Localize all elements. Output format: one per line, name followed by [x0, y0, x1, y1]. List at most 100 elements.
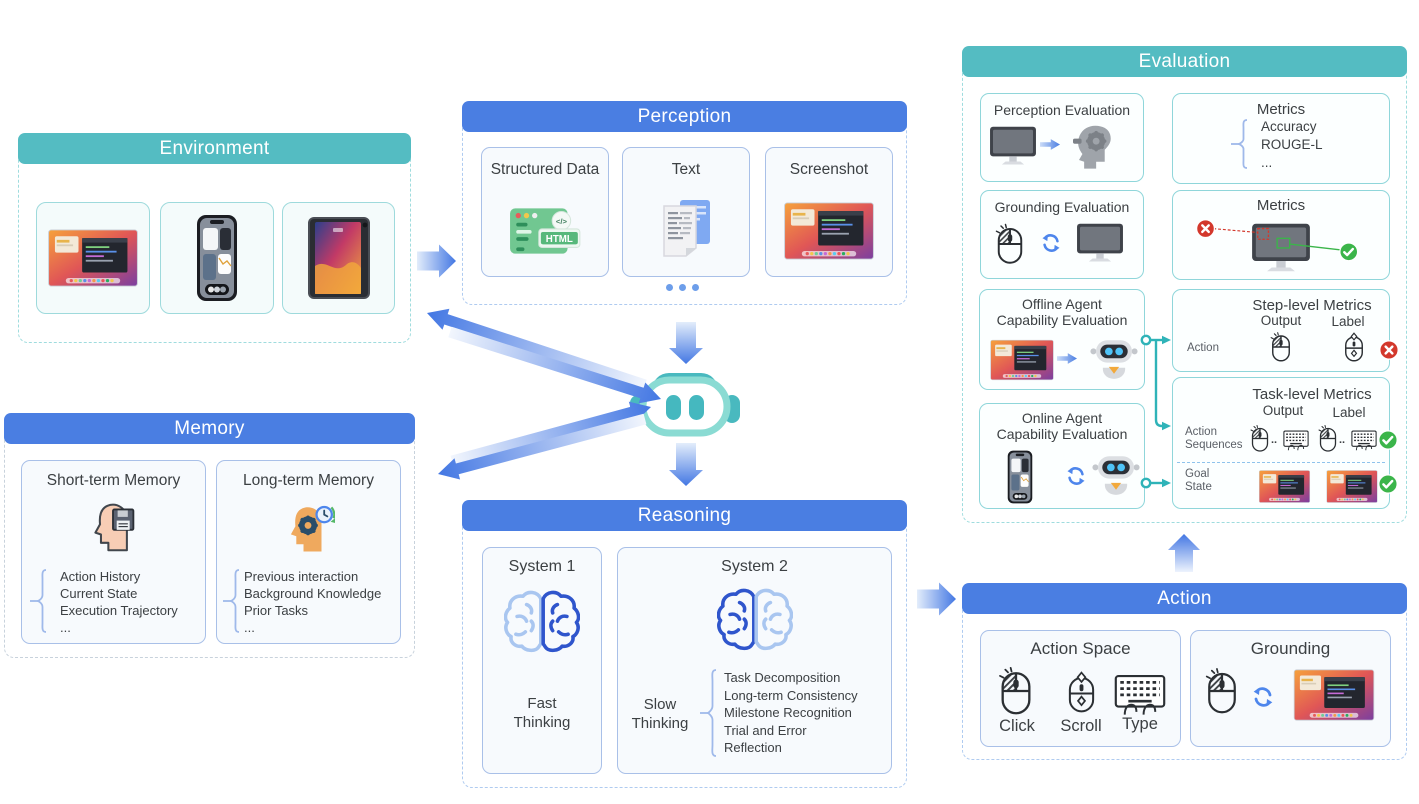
system1-card: System 1 Fast Thinking	[482, 547, 602, 774]
grounding-metrics-graphic	[1195, 218, 1359, 272]
system1-title: System 1	[508, 558, 576, 575]
evaluation-section: Evaluation Perception Evaluation Metrics…	[962, 46, 1407, 523]
memory-item: Prior Tasks	[244, 603, 309, 618]
agent-to-memory-arrow	[438, 413, 647, 480]
metrics-visual-card: Metrics	[1172, 190, 1390, 280]
label-column-label: Label	[1331, 314, 1365, 329]
reasoning-item: Task Decomposition	[724, 670, 841, 685]
memory-to-agent-arrow	[450, 401, 651, 467]
row-label-line1: Action	[1185, 426, 1217, 438]
output-column-label: Output	[1262, 403, 1304, 418]
html-badge-text: HTML	[546, 234, 573, 245]
perception-card-structured-data: Structured Data </> HTML	[481, 147, 609, 277]
row-label-line1: Goal	[1185, 468, 1210, 480]
memory-item: Current State	[60, 586, 138, 601]
perception-to-agent-arrow	[669, 322, 703, 364]
long-term-memory-card: Long-term Memory Previous interaction Ba…	[216, 460, 401, 644]
mouse-click-icon	[1270, 332, 1292, 362]
screenshot-label: Screenshot	[789, 161, 869, 178]
environment-section: Environment	[18, 133, 411, 343]
memory-item: Previous interaction	[244, 569, 359, 584]
code-glyph-text: </>	[556, 217, 568, 226]
text-label: Text	[671, 161, 701, 178]
perception-title: Perception	[637, 105, 732, 127]
head-gear-clock-icon	[281, 501, 335, 557]
task-level-metrics-card: Task-level Metrics Output Label Action S…	[1172, 377, 1398, 509]
check-badge-icon	[1339, 242, 1359, 262]
desktop-screenshot-icon	[780, 202, 878, 260]
arrow-right-icon	[1040, 138, 1060, 151]
brain-icon	[717, 584, 793, 652]
action-to-evaluation-arrow	[1168, 534, 1200, 572]
perception-evaluation-title: Perception Evaluation	[993, 102, 1131, 118]
label-column-label: Label	[1332, 405, 1366, 420]
short-term-memory-card: Short-term Memory Action History Current…	[21, 460, 206, 644]
perception-section: Perception Structured Data </> HTML Text…	[462, 101, 907, 305]
check-badge-icon	[1378, 430, 1398, 450]
metric-item: ROUGE-L	[1261, 137, 1323, 152]
memory-item: Execution Trajectory	[60, 603, 178, 618]
keyboard-icon	[1351, 428, 1377, 452]
html-page-icon: </> HTML	[510, 208, 581, 254]
perception-card-screenshot: Screenshot	[765, 147, 893, 277]
fast-label-line1: Fast	[527, 695, 557, 712]
sequence-ellipsis: ..	[1339, 434, 1346, 446]
arrow-right-icon	[1057, 352, 1077, 365]
system2-title: System 2	[721, 558, 788, 575]
short-term-memory-title: Short-term Memory	[46, 472, 181, 489]
system2-items: Task Decomposition Long-term Consistency…	[724, 669, 858, 757]
memory-item: ...	[244, 620, 255, 635]
perception-evaluation-card: Perception Evaluation	[980, 93, 1144, 182]
robot-icon	[1092, 452, 1140, 500]
metrics-title: Metrics	[1256, 197, 1306, 214]
brace-icon	[698, 669, 718, 757]
agent-to-reasoning-arrow	[669, 443, 703, 486]
reasoning-item: Reflection	[724, 740, 782, 756]
perception-header: Perception	[462, 101, 907, 132]
action-section: Action Action Space Click Scroll Type Gr…	[962, 583, 1407, 760]
environment-device-phone	[160, 202, 274, 314]
long-term-memory-title: Long-term Memory	[243, 472, 374, 489]
brace-icon	[1229, 119, 1249, 169]
online-title-line1: Online Agent	[1021, 410, 1103, 426]
output-column-label: Output	[1260, 313, 1302, 328]
agent-to-environment-arrow	[427, 308, 647, 391]
action-space-card: Action Space Click Scroll Type	[980, 630, 1181, 747]
cross-badge-icon	[1379, 340, 1399, 360]
slow-label-line2: Thinking	[631, 715, 689, 732]
desktop-screenshot-icon	[45, 229, 141, 287]
sequence-ellipsis: ..	[1271, 434, 1278, 446]
head-gear-icon	[1073, 122, 1121, 174]
evaluation-header: Evaluation	[962, 46, 1407, 77]
environment-device-tablet	[282, 202, 395, 314]
grounding-evaluation-title: Grounding Evaluation	[994, 199, 1130, 215]
smartphone-icon	[195, 213, 239, 303]
monitor-icon	[1075, 223, 1125, 263]
keyboard-icon	[1114, 673, 1166, 715]
grounding-card: Grounding	[1190, 630, 1391, 747]
reasoning-section: Reasoning System 1 Fast Thinking System …	[462, 500, 907, 788]
metrics-text-card: Metrics Accuracy ROUGE-L ...	[1172, 93, 1390, 184]
env-to-perception-arrow	[417, 244, 456, 278]
memory-section: Memory Short-term Memory Action History …	[4, 413, 415, 658]
evaluation-title: Evaluation	[1138, 50, 1231, 72]
slow-thinking-label: Slow Thinking	[626, 695, 694, 733]
metric-item: ...	[1261, 155, 1273, 170]
grounding-title: Grounding	[1250, 639, 1331, 658]
step-level-title: Step-level Metrics	[1252, 297, 1372, 314]
goal-state-row-label: Goal State	[1185, 468, 1212, 494]
offline-agent-title: Offline Agent Capability Evaluation	[980, 296, 1144, 328]
reasoning-to-action-arrow	[917, 582, 956, 616]
online-title-line2: Capability Evaluation	[996, 426, 1128, 442]
reasoning-item: Trial and Error	[724, 722, 807, 738]
action-title: Action	[1157, 587, 1212, 609]
robot-icon	[1090, 336, 1138, 384]
reasoning-item: Milestone Recognition	[724, 705, 852, 721]
task-level-title: Task-level Metrics	[1252, 386, 1372, 403]
ellipsis-dots-icon	[666, 284, 699, 291]
mouse-click-icon	[1205, 667, 1239, 715]
online-agent-title: Online Agent Capability Evaluation	[980, 410, 1144, 442]
brace-icon	[221, 569, 241, 633]
mouse-scroll-icon	[1066, 669, 1097, 715]
